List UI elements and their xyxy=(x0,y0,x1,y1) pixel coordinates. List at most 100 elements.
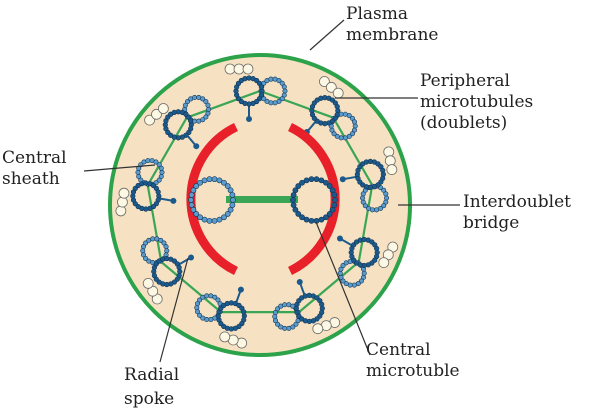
central-microtubule-right-subunit xyxy=(290,192,297,198)
interdoublet-bridge xyxy=(186,89,261,119)
a-tubule xyxy=(354,158,386,190)
central-microtubule-left-subunit xyxy=(227,206,234,213)
central-microtubule-right-subunit xyxy=(331,192,338,198)
central-microtubule-right-subunit xyxy=(313,176,320,183)
label-peripheral-microtubules: Peripheral microtubules (doublets) xyxy=(420,71,539,133)
central-microtubule-left-subunit xyxy=(229,192,236,198)
a-tubule xyxy=(233,75,265,107)
b-tubule-subunit xyxy=(195,309,201,315)
label-interdoublet-bridge: Interdoublet bridge xyxy=(463,192,576,233)
radial-spoke-head xyxy=(336,235,343,242)
dynein-arm xyxy=(383,146,395,158)
a-tubule xyxy=(130,180,162,212)
b-tubule-subunit xyxy=(205,110,211,116)
a-tubule xyxy=(309,95,341,127)
central-microtubule-right-subunit xyxy=(299,179,305,186)
dynein-arm xyxy=(157,103,169,114)
central-microtubule-left-subunit xyxy=(206,217,213,224)
b-tubule-subunit xyxy=(346,113,352,119)
radial-spoke-head xyxy=(339,176,346,183)
b-tubule-subunit xyxy=(342,135,348,141)
central-microtubule-right-subunit xyxy=(290,197,296,203)
radial-spoke-head xyxy=(296,279,303,286)
label-radial-spoke: Radial spoke xyxy=(124,365,185,409)
b-tubule-subunit xyxy=(158,165,164,171)
b-tubule-subunit xyxy=(158,237,164,243)
central-microtubule-right-subunit xyxy=(303,177,310,184)
b-tubule-subunit xyxy=(194,305,200,311)
central-microtubule-left-subunit xyxy=(224,183,231,189)
central-microtubule-right-subunit xyxy=(318,177,325,184)
a-tubule-subunit xyxy=(258,84,264,90)
peripheral-doublets xyxy=(115,63,399,349)
radial-spoke-head xyxy=(170,197,177,204)
central-microtubule-right-subunit xyxy=(323,214,329,221)
dynein-arm xyxy=(332,87,344,99)
interdoublet-bridge xyxy=(259,89,334,119)
central-microtubule-right-subunit xyxy=(326,183,333,189)
radial-spoke-head xyxy=(188,254,195,261)
central-microtubule-left xyxy=(188,176,236,224)
b-tubule-subunit xyxy=(150,236,156,242)
central-microtubule-right-subunit xyxy=(292,206,299,213)
b-tubule-subunit xyxy=(366,205,372,211)
b-tubule-subunit xyxy=(161,240,167,246)
b-tubule-subunit xyxy=(360,195,366,201)
b-tubule-subunit xyxy=(338,266,344,272)
central-microtubule-left-subunit xyxy=(190,206,197,213)
b-tubule-subunit xyxy=(204,293,210,299)
central-microtubule-right-subunit xyxy=(292,187,299,194)
dynein-arm xyxy=(378,257,390,269)
b-tubule xyxy=(337,258,367,288)
a-tubule-subunit xyxy=(155,189,161,195)
b-tubule-subunit xyxy=(205,102,211,108)
central-microtubule-left-subunit xyxy=(206,176,213,183)
radial-spoke-head xyxy=(237,286,244,293)
central-microtubule-right-subunit xyxy=(299,214,305,221)
interdoublet-bridge xyxy=(146,185,163,263)
dynein-arm xyxy=(319,76,330,87)
b-tubule-subunit xyxy=(140,248,146,254)
b-tubule-subunit xyxy=(272,100,278,106)
interdoublet-bridges xyxy=(146,89,374,314)
label-plasma-membrane: Plasma membrane xyxy=(346,4,438,45)
b-tubule-subunit xyxy=(158,174,164,180)
central-microtubule-right-subunit xyxy=(290,202,297,208)
b-tubule-subunit xyxy=(360,191,366,197)
b-tubule-subunit xyxy=(352,127,358,133)
b-tubule-subunit xyxy=(156,177,162,183)
b-tubule-subunit xyxy=(208,316,214,322)
b-tubule-subunit xyxy=(197,297,203,303)
b-tubule-subunit xyxy=(282,88,288,94)
central-microtubule-left-subunit xyxy=(197,179,203,186)
central-microtubule-left-subunit xyxy=(211,217,218,224)
central-microtubule-left-subunit xyxy=(221,179,227,186)
a-tubule-subunit xyxy=(319,301,325,307)
b-tubule-subunit xyxy=(337,270,343,276)
b-tubule-subunit xyxy=(195,301,201,307)
b-tubule-subunit xyxy=(361,270,367,276)
dynein-arm xyxy=(117,196,128,208)
central-microtubule-right-subunit xyxy=(295,211,302,217)
b-tubule-subunit xyxy=(203,114,209,120)
b-tubule-subunit xyxy=(381,187,387,193)
b-tubule-subunit xyxy=(197,312,203,318)
b-tubule-subunit xyxy=(200,315,206,321)
b-tubule-subunit xyxy=(159,169,165,175)
b-tubule-subunit xyxy=(383,199,389,205)
a-tubule-subunit xyxy=(334,103,340,110)
central-microtubule-left-subunit xyxy=(230,197,236,203)
central-microtubule-left-subunit xyxy=(224,211,231,217)
radial-spoke-head xyxy=(246,116,252,122)
a-tubule xyxy=(348,236,380,269)
b-tubule-subunit xyxy=(362,203,368,209)
central-microtubule-right-subunit xyxy=(329,206,336,213)
central-microtubule-right-subunit xyxy=(295,183,302,189)
b-tubule-subunit xyxy=(282,302,288,308)
b-tubule xyxy=(328,111,358,141)
b-tubule-subunit xyxy=(164,248,170,254)
central-microtubule-left-subunit xyxy=(193,211,200,217)
central-microtubule-right-subunit xyxy=(323,179,329,186)
b-tubule-subunit xyxy=(281,84,287,90)
